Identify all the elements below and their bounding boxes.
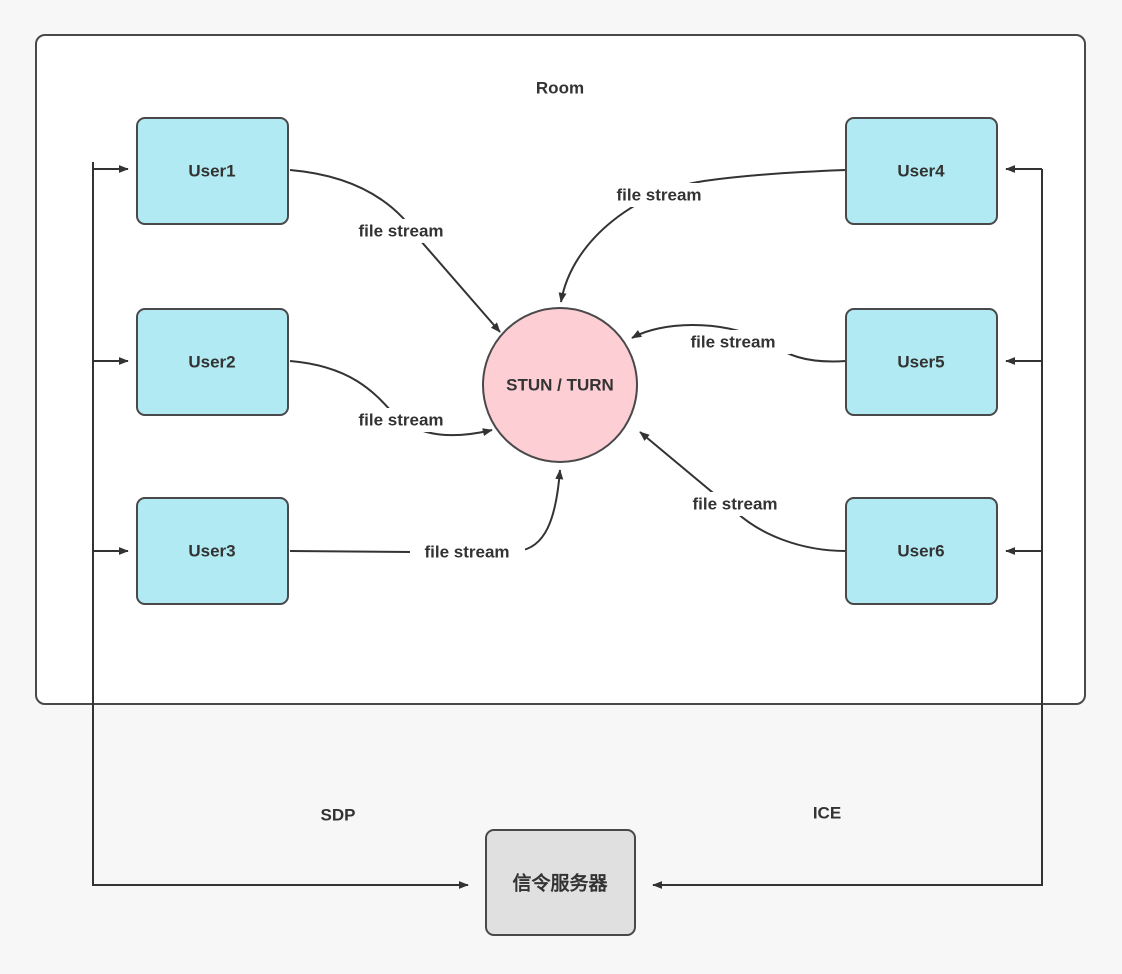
edge-label-sdp: SDP — [321, 805, 356, 824]
edge-label-user5-text: file stream — [690, 332, 775, 351]
edge-user3-to-stun — [289, 550, 413, 553]
stun-turn-label: STUN / TURN — [506, 375, 614, 394]
user3-label: User3 — [188, 541, 235, 560]
edge-label-user1: file stream — [343, 219, 458, 243]
user4-box[interactable] — [845, 117, 998, 225]
user5-box[interactable] — [845, 308, 998, 416]
node-user4[interactable]: User4 — [845, 117, 998, 225]
edge-label-user1-text: file stream — [358, 221, 443, 240]
edge-label-user2-text: file stream — [358, 410, 443, 429]
user5-label: User5 — [897, 352, 944, 371]
edge-label-user3: file stream — [410, 540, 525, 564]
edge-label-user3-text: file stream — [424, 542, 509, 561]
edge-user3-to-stun-tail — [517, 469, 564, 552]
user1-label: User1 — [188, 161, 235, 180]
signaling-right-trunk — [652, 169, 1043, 889]
user2-label: User2 — [188, 352, 235, 371]
node-signaling-server[interactable]: 信令服务器 — [485, 829, 636, 936]
signaling-left-trunk — [92, 162, 469, 889]
edge-label-user2: file stream — [343, 408, 458, 432]
signaling-server-box[interactable] — [485, 829, 636, 936]
user6-label: User6 — [897, 541, 944, 560]
signaling-server-label: 信令服务器 — [512, 872, 608, 895]
edge-user4-to-stun — [558, 169, 847, 303]
node-user5[interactable]: User5 — [845, 308, 998, 416]
user6-box[interactable] — [845, 497, 998, 605]
node-user3[interactable]: User3 — [136, 497, 289, 605]
edge-label-sdp-text: SDP — [321, 805, 356, 824]
user4-label: User4 — [897, 161, 945, 180]
edge-label-user5: file stream — [676, 330, 791, 354]
node-user2[interactable]: User2 — [136, 308, 289, 416]
edge-label-user6: file stream — [678, 492, 793, 516]
node-user1[interactable]: User1 — [136, 117, 289, 225]
edge-label-user4-text: file stream — [616, 185, 701, 204]
edge-label-user6-text: file stream — [692, 494, 777, 513]
stun-turn-circle[interactable] — [482, 307, 638, 463]
edge-label-ice: ICE — [813, 803, 841, 822]
room-title: Room — [536, 78, 584, 97]
node-stun-turn[interactable]: STUN / TURN — [482, 307, 638, 463]
user3-box[interactable] — [136, 497, 289, 605]
user2-box[interactable] — [136, 308, 289, 416]
node-user6[interactable]: User6 — [845, 497, 998, 605]
user1-box[interactable] — [136, 117, 289, 225]
edge-label-ice-text: ICE — [813, 803, 841, 822]
edge-label-user4: file stream — [602, 183, 717, 207]
